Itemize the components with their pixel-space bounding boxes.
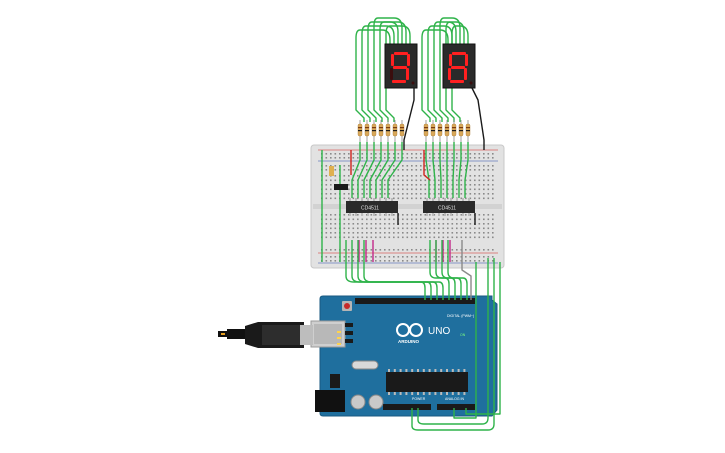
- ic-chip-left[interactable]: CD4511: [346, 198, 398, 216]
- display-left: [390, 52, 415, 85]
- arduino-model-label: UNO: [428, 326, 450, 337]
- power-header[interactable]: [383, 404, 431, 410]
- atmega-chip: [386, 372, 468, 392]
- resistor-icon[interactable]: [357, 120, 471, 142]
- arduino-logo-icon: [396, 323, 423, 337]
- digital-label: DIGITAL (PWM~): [447, 314, 474, 318]
- small-resistor[interactable]: [329, 166, 334, 176]
- arduino-logo-text: ARDUINO: [398, 339, 419, 344]
- display-left-digit: 9: [0, 0, 1, 1]
- power-label: POWER: [412, 397, 426, 401]
- analog-header[interactable]: [437, 404, 475, 410]
- usb-plug-icon[interactable]: [218, 322, 313, 348]
- ic-chip-right[interactable]: CD4511: [423, 198, 475, 216]
- seven-segment-display-icon[interactable]: 9 8: [0, 0, 476, 89]
- analog-label: ANALOG IN: [445, 397, 465, 401]
- reset-button[interactable]: [344, 303, 350, 309]
- chip-left-label: CD4511: [361, 206, 379, 212]
- arduino-uno-board[interactable]: ARDUINO UNO DIGITAL (PWM~) POWER ANALOG …: [310, 295, 498, 417]
- display-right-digit: 8: [0, 0, 1, 1]
- pushbutton[interactable]: [334, 184, 348, 190]
- on-led-label: ON: [460, 333, 466, 337]
- display-right: [448, 52, 473, 85]
- wires: [321, 17, 501, 431]
- digital-header[interactable]: [355, 298, 475, 304]
- chip-right-label: CD4511: [438, 206, 456, 212]
